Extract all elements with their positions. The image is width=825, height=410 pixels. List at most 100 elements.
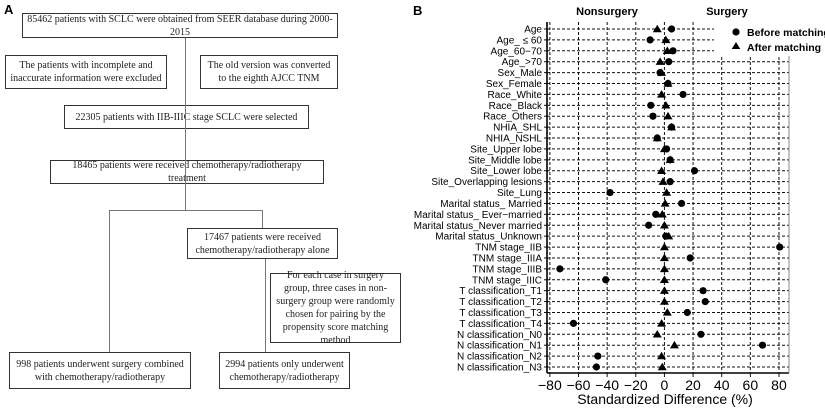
point-after-matching <box>659 264 669 273</box>
y-tick-label: T classification_T1 <box>459 286 542 297</box>
x-tick-label: −20 <box>624 377 648 393</box>
y-tick-label: Marital status_Never married <box>414 221 542 232</box>
point-after-matching <box>652 24 662 33</box>
flow-box-excluded: The patients with incomplete and inaccur… <box>5 55 167 89</box>
y-tick-label: Site_Overlapping lesions <box>431 177 542 188</box>
flow-box-psm-note: For each case in surgery group, three ca… <box>270 270 401 346</box>
flow-box-converted: The old version was converted to the eig… <box>200 55 338 89</box>
point-before-matching <box>592 363 601 371</box>
point-after-matching <box>657 210 667 218</box>
nonsurgery-header: Nonsurgery <box>576 6 639 18</box>
legend-label-after: After matching <box>747 42 821 54</box>
point-after-matching <box>657 362 667 371</box>
connector-alone <box>265 259 267 352</box>
point-before-matching <box>606 188 614 197</box>
x-tick-label: 80 <box>771 377 787 393</box>
connector-main <box>185 38 187 210</box>
point-before-matching <box>556 265 564 273</box>
point-after-matching <box>652 329 662 338</box>
point-before-matching <box>758 341 767 349</box>
flow-box-treated: 18465 patients were received chemotherap… <box>50 160 324 184</box>
x-tick-label: 20 <box>685 377 701 393</box>
point-after-matching <box>659 297 669 305</box>
panel-b-label: B <box>413 3 422 18</box>
point-after-matching <box>661 101 671 109</box>
point-after-matching <box>657 351 667 360</box>
flow-box-alone: 17467 patients were received chemotherap… <box>187 228 338 259</box>
point-after-matching <box>658 177 668 185</box>
point-after-matching <box>659 144 669 153</box>
point-after-matching <box>657 319 667 327</box>
point-after-matching <box>659 275 669 283</box>
x-tick-label: −40 <box>595 377 619 393</box>
point-after-matching <box>663 79 673 87</box>
point-after-matching <box>662 308 672 316</box>
point-before-matching <box>649 112 657 120</box>
y-tick-label: T classification_T3 <box>459 308 542 319</box>
surgery-header: Surgery <box>706 6 748 18</box>
y-tick-label: Age_ ≤ 60 <box>496 35 542 46</box>
point-after-matching <box>655 57 665 65</box>
x-axis-title: Standardized Difference (%) <box>577 391 753 407</box>
point-before-matching <box>699 287 707 295</box>
flow-box-source: 85462 patients with SCLC were obtained f… <box>22 13 338 38</box>
y-tick-label: N classification_N2 <box>457 352 542 363</box>
flow-box-selected: 22305 patients with IIB-IIIC stage SCLC … <box>64 105 309 129</box>
point-after-matching <box>660 199 670 207</box>
legend-circle-marker <box>732 28 740 36</box>
point-after-matching <box>661 35 671 44</box>
y-tick-label: Race_Others <box>483 112 542 123</box>
point-after-matching <box>662 188 672 196</box>
y-tick-label: Age_60−70 <box>491 46 543 57</box>
point-after-matching <box>664 231 674 240</box>
point-before-matching <box>602 276 610 284</box>
y-tick-label: Age <box>524 25 542 36</box>
y-tick-label: TNM stage_IIIC <box>472 275 542 286</box>
y-tick-label: N classification_N0 <box>457 330 542 341</box>
x-tick-label: −60 <box>567 377 591 393</box>
point-after-matching <box>667 122 677 131</box>
y-tick-label: Site_Lung <box>497 188 542 199</box>
point-after-matching <box>659 242 669 251</box>
y-tick-label: Race_White <box>488 90 543 101</box>
point-after-matching <box>659 286 669 294</box>
y-tick-label: T classification_T4 <box>459 319 542 330</box>
point-after-matching <box>659 253 669 262</box>
point-after-matching <box>657 166 667 174</box>
point-before-matching <box>645 221 653 229</box>
point-after-matching <box>665 155 675 164</box>
legend-background <box>714 20 825 56</box>
y-tick-label: Sex_Male <box>498 68 543 79</box>
point-before-matching <box>669 47 677 55</box>
connector-right <box>262 210 264 228</box>
y-tick-label: TNM stage_IIIB <box>473 264 543 275</box>
y-tick-label: TNM stage_IIB <box>475 243 542 254</box>
point-before-matching <box>679 90 687 99</box>
point-before-matching <box>569 319 578 327</box>
legend-triangle-marker <box>731 42 741 49</box>
point-before-matching <box>701 297 709 306</box>
y-tick-label: Site_Lower lobe <box>470 166 542 177</box>
point-before-matching <box>647 101 655 109</box>
point-before-matching <box>697 330 705 338</box>
point-after-matching <box>657 90 667 98</box>
point-after-matching <box>652 133 662 142</box>
y-tick-label: Site_Middle lobe <box>468 155 542 166</box>
point-after-matching <box>657 68 667 76</box>
y-tick-label: Age_>70 <box>502 57 543 68</box>
y-tick-label: Marital status_ Ever−married <box>414 210 542 221</box>
connector-left <box>109 210 111 352</box>
y-tick-label: Marital status_ Married <box>440 199 542 210</box>
y-tick-label: NHIA_NSHL <box>486 134 543 145</box>
connector-split <box>109 210 263 212</box>
x-tick-label: 40 <box>714 377 730 393</box>
point-before-matching <box>667 25 676 33</box>
y-tick-label: Site_Upper lobe <box>470 144 542 155</box>
point-after-matching <box>659 220 669 229</box>
flow-box-surgery: 998 patients underwent surgery combined … <box>9 352 191 389</box>
x-tick-label: 60 <box>743 377 759 393</box>
point-after-matching <box>669 340 679 349</box>
x-tick-label: −80 <box>538 377 562 393</box>
y-tick-label: Marital status_Unknown <box>435 232 542 243</box>
